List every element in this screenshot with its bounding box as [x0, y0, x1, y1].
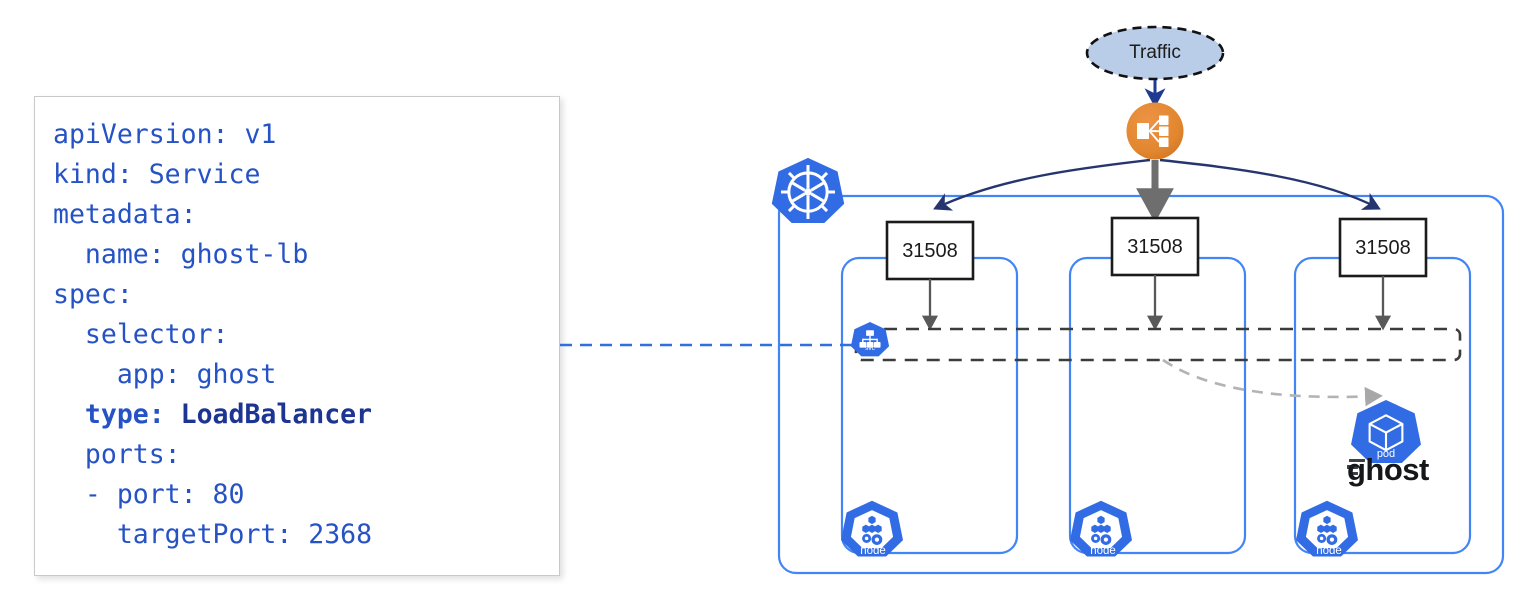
- traffic-label: Traffic: [1129, 42, 1181, 63]
- kubernetes-pod-icon: [1351, 400, 1421, 463]
- node-port-label: 31508: [1127, 236, 1183, 258]
- arrow-lb-to-node1: [933, 158, 1151, 211]
- yaml-line: selector:: [53, 319, 229, 350]
- yaml-line-type: type: LoadBalancer: [53, 395, 372, 435]
- yaml-line: kind: Service: [53, 159, 261, 190]
- arrow-lb-to-node3: [1159, 158, 1381, 210]
- yaml-line: metadata:: [53, 199, 197, 230]
- yaml-line: name: ghost-lb: [53, 239, 309, 270]
- kubernetes-node-icon: [1295, 500, 1359, 557]
- traffic-ellipse: [1085, 25, 1225, 81]
- yaml-line: ports:: [53, 439, 181, 470]
- node-port-box-3: [1338, 217, 1428, 278]
- yaml-value-loadbalancer: LoadBalancer: [180, 399, 373, 430]
- yaml-line: - port: 80: [53, 479, 245, 510]
- node-port-box-2: [1110, 216, 1200, 277]
- node-port-label: 31508: [1355, 237, 1411, 259]
- service-yaml-card: apiVersion: v1 kind: Service metadata: nam…: [34, 96, 560, 576]
- ghost-logo-bars-icon: [1347, 459, 1366, 477]
- kubernetes-service-icon: [850, 322, 890, 357]
- arrow-service-to-pod: [1162, 358, 1383, 407]
- yaml-line: targetPort: 2368: [53, 519, 373, 550]
- service-dashed-bar: [854, 327, 1462, 362]
- ghost-app-wordmark: ghost: [1347, 452, 1429, 487]
- yaml-line: spec:: [53, 279, 133, 310]
- load-balancer-icon: [1126, 102, 1184, 160]
- yaml-line: apiVersion: v1: [53, 119, 277, 150]
- service-yaml-code: apiVersion: v1 kind: Service metadata: nam…: [53, 115, 372, 555]
- kubernetes-logo-icon: [771, 157, 845, 223]
- yaml-line: app: ghost: [53, 359, 277, 390]
- yaml-key-type: type:: [53, 399, 181, 430]
- kubernetes-node-icon: [1069, 500, 1133, 557]
- kubernetes-node-icon: [840, 500, 904, 557]
- node-port-label: 31508: [902, 240, 958, 262]
